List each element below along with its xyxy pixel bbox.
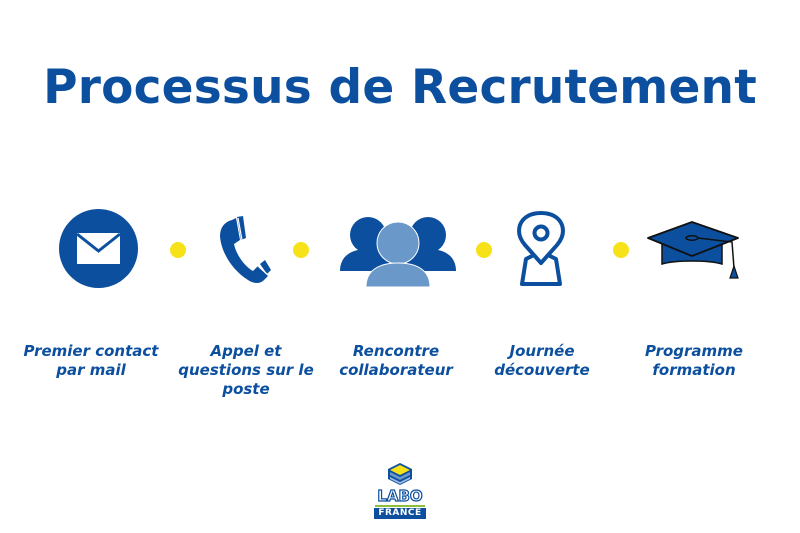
logo-cube-icon (388, 463, 412, 485)
logo-text-france: FRANCE (374, 508, 426, 519)
step-connector-dot (170, 242, 186, 258)
step-label-premier-contact: Premier contact par mail (23, 342, 159, 379)
step-label-rencontre: Rencontre collaborateur (339, 342, 453, 379)
logo-text-labo: LABO (377, 487, 424, 505)
step-connector-dot (613, 242, 629, 258)
map-pin-icon (516, 211, 566, 287)
logo-divider (375, 505, 425, 507)
step-connector-dot (293, 242, 309, 258)
envelope-icon (59, 209, 138, 288)
graduation-cap-icon (646, 218, 742, 282)
phone-icon (218, 214, 272, 286)
step-label-programme: Programme formation (645, 342, 743, 379)
page-title: Processus de Recrutement (43, 60, 757, 115)
labo-france-logo: LABO FRANCE (372, 462, 428, 520)
step-label-appel: Appel et questions sur le poste (178, 342, 314, 398)
people-group-icon (338, 213, 458, 288)
step-label-journee: Journée découverte (494, 342, 590, 379)
step-connector-dot (476, 242, 492, 258)
